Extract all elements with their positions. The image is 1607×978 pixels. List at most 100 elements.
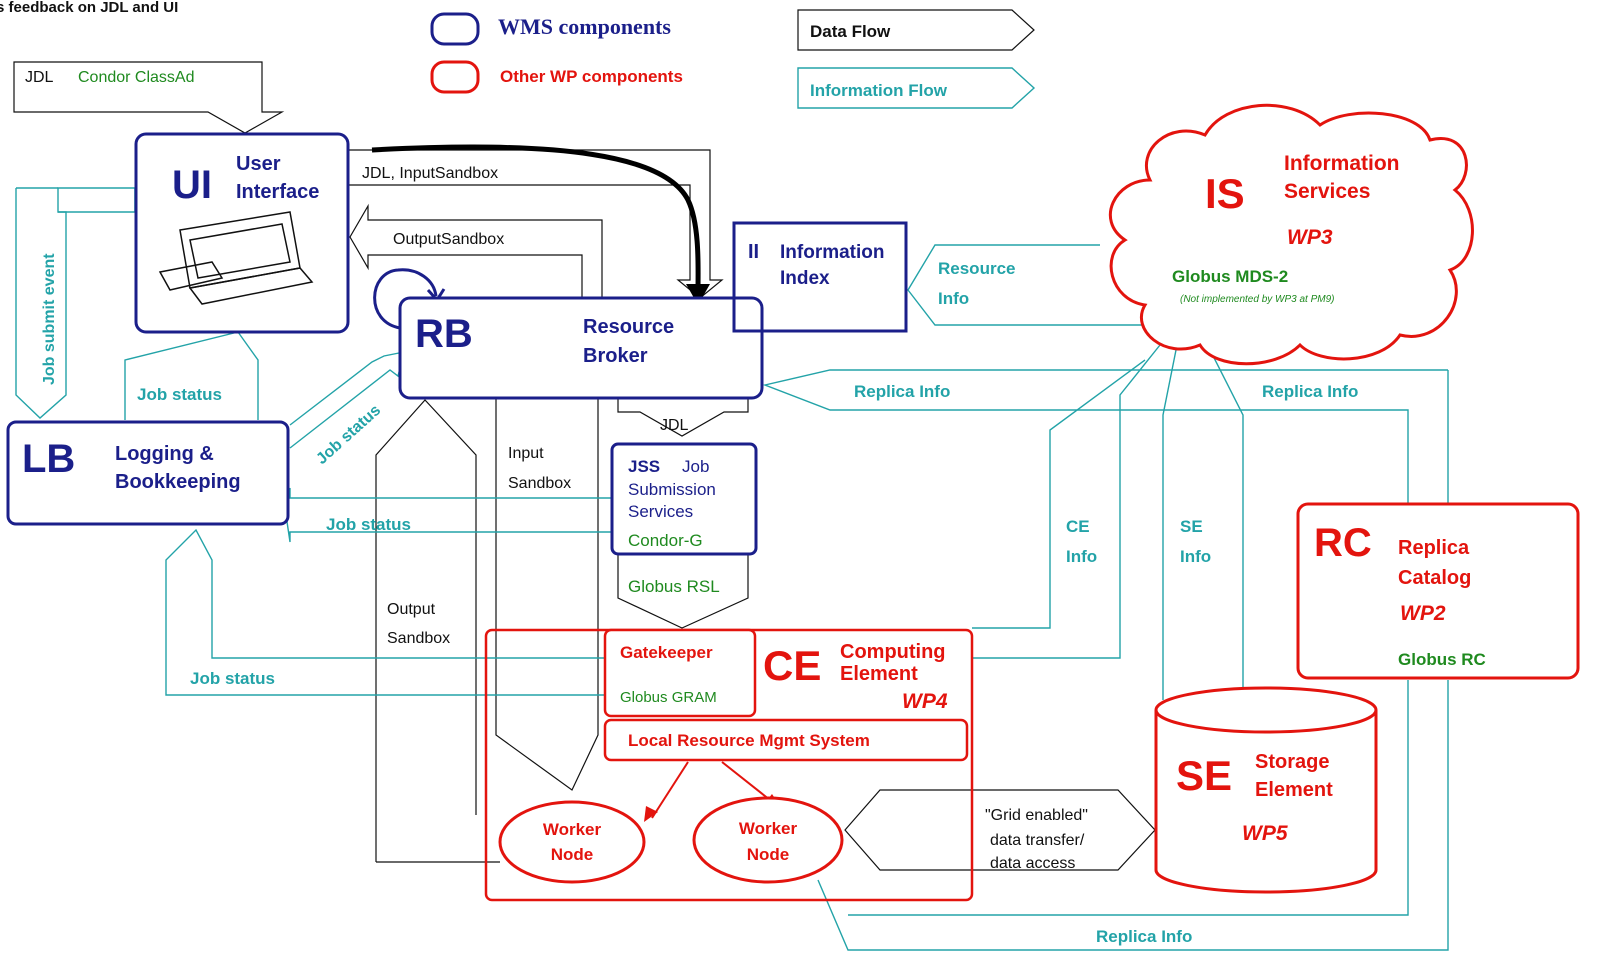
jss-box[interactable]: [610, 442, 758, 556]
lb-box[interactable]: [6, 420, 290, 526]
legend-info-flow-label: Information Flow: [810, 81, 948, 100]
is-globus: Globus MDS-2: [1172, 267, 1288, 286]
rb-box[interactable]: [398, 296, 764, 400]
legend-wms-swatch: [430, 12, 480, 46]
legend-other-swatch: [430, 60, 480, 94]
rb-line2: Broker: [583, 345, 648, 367]
se-info-arrow: [1162, 329, 1244, 700]
worker-node-2-ellipse[interactable]: [692, 796, 844, 884]
se-line1: Storage: [1255, 751, 1329, 773]
info-flow-arrows: [15, 187, 1449, 951]
rb-line1: Resource: [583, 316, 674, 338]
se-line2: Element: [1255, 779, 1333, 801]
ii-box[interactable]: [732, 221, 908, 333]
ui-line1: User: [236, 153, 281, 175]
legend: WMS components Other WP components Data …: [430, 9, 1036, 109]
is-note: (Not implemented by WP3 at PM9): [1180, 294, 1335, 305]
worker-node-1[interactable]: Worker Node: [498, 800, 646, 884]
worker-node-2[interactable]: Worker Node: [692, 796, 844, 884]
jss-line3: Services: [628, 502, 693, 521]
worker-node-1-line1: Worker: [543, 820, 602, 839]
label-ce-info1: CE: [1066, 517, 1090, 536]
computer-icon: [158, 211, 314, 305]
label-globus-rsl: Globus RSL: [628, 577, 720, 596]
replica-info-rb-arrow: [762, 369, 1448, 505]
label-grid3: data access: [990, 855, 1075, 872]
gram-label: Globus GRAM: [620, 689, 717, 706]
label-job-status-jss: Job status: [326, 515, 411, 534]
rc-component[interactable]: RC Replica Catalog WP2 Globus RC: [1296, 502, 1580, 680]
rb-jss-jdl-arrow: [617, 398, 749, 437]
worker-node-1-ellipse[interactable]: [498, 800, 646, 884]
label-ce-info2: Info: [1066, 547, 1097, 566]
worker-node-2-line1: Worker: [739, 819, 798, 838]
jdl-label: JDL: [25, 69, 54, 86]
label-replica-info-rb: Replica Info: [854, 382, 950, 401]
lb-component[interactable]: LB Logging & Bookkeeping: [6, 420, 290, 526]
ui-line2: Interface: [236, 181, 319, 203]
ce-wp: WP4: [902, 690, 948, 713]
rb-abbr: RB: [415, 312, 473, 356]
lrms-to-worker2-arrow: [721, 761, 771, 801]
rb-component[interactable]: RB Resource Broker: [398, 296, 764, 400]
outputsandbox-arrow: [349, 203, 603, 300]
ii-abbr: II: [748, 241, 759, 263]
se-component[interactable]: SE Storage Element WP5: [1154, 686, 1378, 894]
is-abbr: IS: [1205, 170, 1245, 217]
label-se-info2: Info: [1180, 547, 1211, 566]
legend-wms-label: WMS components: [498, 14, 671, 39]
legend-info-flow-arrow: [797, 67, 1036, 109]
job-submit-event-arrow-body: [15, 187, 136, 419]
ce-info-arrow: [972, 344, 1161, 659]
ce-component[interactable]: Gatekeeper Globus GRAM CE Computing Elem…: [484, 628, 974, 902]
rc-line1: Replica: [1398, 537, 1470, 559]
ii-line1: Information: [780, 242, 885, 263]
input-sandbox-arrow: [495, 398, 599, 791]
job-status-ce-arrow: [165, 528, 604, 696]
jss-condor: Condor-G: [628, 531, 703, 550]
rc-box[interactable]: [1296, 502, 1580, 680]
ui-abbr: UI: [172, 163, 212, 207]
label-outputsandbox: OutputSandbox: [393, 231, 504, 248]
lrms-box[interactable]: [603, 718, 969, 762]
job-submit-event-arrow: [57, 187, 136, 213]
label-grid1: "Grid enabled": [985, 807, 1088, 824]
se-cylinder[interactable]: [1154, 710, 1378, 894]
replica-info-bottom-arrow: [817, 680, 1449, 951]
jss-line1: Job: [682, 457, 709, 476]
worker-node-1-line2: Node: [551, 845, 594, 864]
se-wp: WP5: [1242, 822, 1288, 845]
lb-abbr: LB: [22, 437, 75, 481]
ui-component[interactable]: UI User Interface: [134, 132, 350, 334]
jdl-input-arrow: [13, 61, 285, 134]
ii-component[interactable]: II Information Index: [732, 221, 908, 333]
label-info: Info: [938, 289, 969, 308]
is-component[interactable]: IS Information Services WP3 Globus MDS-2…: [1108, 103, 1474, 366]
rc-line2: Catalog: [1398, 567, 1471, 589]
se-abbr: SE: [1176, 752, 1232, 799]
lrms-to-worker1-arrow: [651, 761, 689, 819]
rb-self-loop: [373, 268, 438, 330]
gatekeeper-box[interactable]: [603, 628, 757, 718]
bold-submit-arrow: [371, 144, 701, 291]
legend-data-flow-label: Data Flow: [810, 22, 891, 41]
rc-globus: Globus RC: [1398, 650, 1486, 669]
label-resource: Resource: [938, 259, 1015, 278]
lb-line2: Bookkeeping: [115, 471, 241, 493]
se-cylinder-top: [1154, 686, 1378, 734]
label-job-status-ui: Job status: [137, 385, 222, 404]
is-line1: Information: [1284, 152, 1400, 175]
ce-line2: Element: [840, 663, 918, 685]
jss-component[interactable]: JSS Job Submission Services Condor-G: [610, 442, 758, 556]
jss-abbr: JSS: [628, 457, 660, 476]
legend-other-label: Other WP components: [500, 67, 683, 86]
is-cloud[interactable]: [1108, 103, 1474, 366]
ce-abbr: CE: [763, 642, 821, 689]
legend-data-flow-arrow: [797, 9, 1035, 51]
label-grid2: data transfer/: [990, 832, 1085, 849]
label-replica-info-rc: Replica Info: [1262, 382, 1358, 401]
classad-label: Condor ClassAd: [78, 69, 195, 86]
label-jdl-inputsandbox: JDL, InputSandbox: [362, 165, 498, 182]
label-jdl-rb: JDL: [660, 417, 689, 434]
